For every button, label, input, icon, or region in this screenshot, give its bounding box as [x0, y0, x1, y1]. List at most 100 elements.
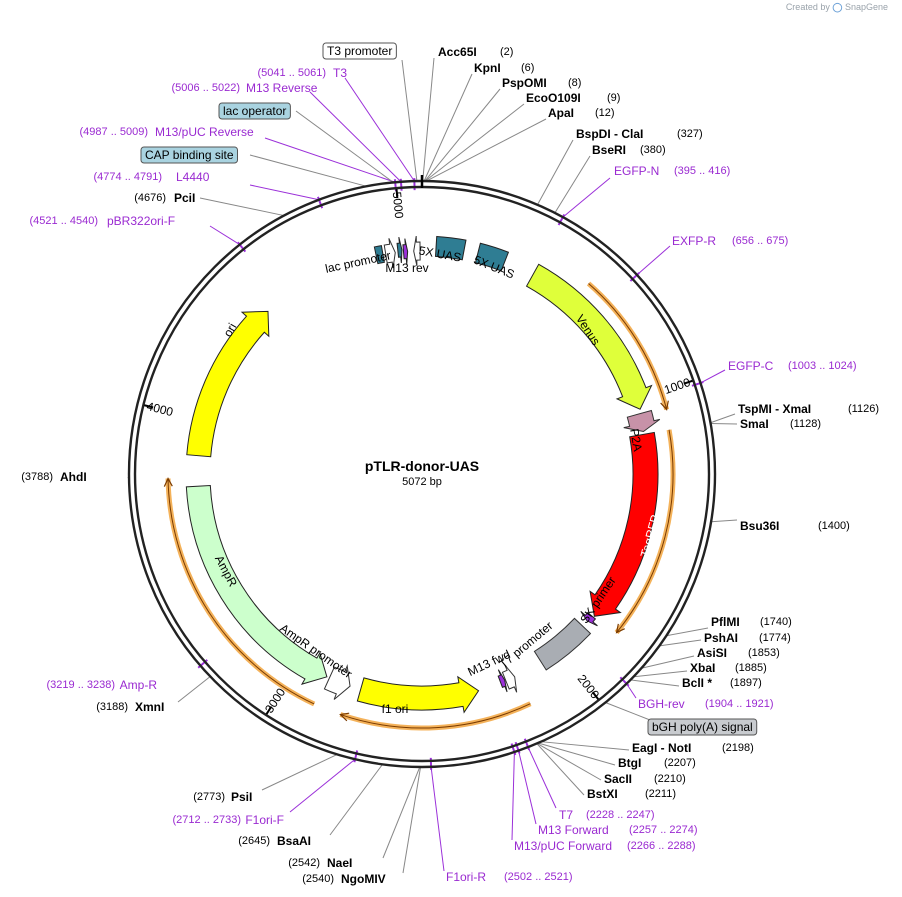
- leader-25: [199, 197, 285, 217]
- cds-track-tagrfp-head: [615, 623, 625, 634]
- enzyme-pcii: PciI: [174, 191, 195, 205]
- tick-label: 1000: [662, 375, 692, 397]
- enzyme-position: (327): [677, 128, 703, 140]
- label-lac-promoter: lac promoter: [324, 248, 392, 276]
- boxed-label-bgh-poly-a-signal: bGH poly(A) signal: [647, 718, 758, 736]
- enzyme-naei: NaeI: [327, 856, 352, 870]
- enzyme-pspomi: PspOMI: [502, 76, 547, 90]
- feature-f1-ori[interactable]: [356, 675, 480, 714]
- tick-label: 5000: [390, 191, 406, 219]
- leader-6: [554, 155, 591, 214]
- feature-5x-uas-1[interactable]: [434, 235, 467, 261]
- leader-0: [422, 57, 435, 182]
- enzyme-position: (1853): [748, 647, 780, 659]
- feature-lac-operator[interactable]: [396, 237, 403, 264]
- primer-pbr322ori-f: pBR322ori-F: [107, 214, 175, 228]
- enzyme-ngomiv: NgoMIV: [341, 872, 386, 886]
- enzyme-position: (3188): [96, 701, 128, 713]
- leader-22: [402, 766, 422, 874]
- cds-track-ampr-head: [163, 477, 173, 487]
- enzyme-bsaai: BsaAI: [277, 834, 311, 848]
- tick-label: 4000: [145, 399, 175, 419]
- feature-5x-uas-2[interactable]: [474, 242, 510, 272]
- cds-track-ampr-core: [167, 478, 315, 705]
- enzyme-pshai: PshAI: [704, 631, 738, 645]
- primer-range: (3219 .. 3238): [47, 679, 116, 691]
- enzyme-pflmi: PflMI: [711, 615, 740, 629]
- enzyme-position: (2211): [645, 788, 676, 800]
- feature-bgh-polya[interactable]: [533, 617, 592, 671]
- feature-ori[interactable]: [186, 310, 270, 458]
- watermark-created-by: Created by: [785, 2, 830, 12]
- feature-t7-promoter[interactable]: [501, 664, 518, 693]
- primer-range: (2257 .. 2274): [629, 824, 698, 836]
- primer-amp-r: Amp-R: [120, 678, 158, 692]
- primer-range: (5041 .. 5061): [258, 67, 327, 79]
- primer-range: (2228 .. 2247): [586, 809, 655, 821]
- enzyme-kpni: KpnI: [474, 61, 501, 75]
- primer-leader: [309, 91, 402, 183]
- feature-sk-primer[interactable]: [580, 611, 598, 627]
- enzyme-asisi: AsiSI: [697, 646, 727, 660]
- primer-leader: [518, 750, 537, 825]
- primer-f1ori-r: F1ori-R: [446, 870, 486, 884]
- primer-leader: [636, 245, 671, 276]
- feature-tagrfp[interactable]: [589, 431, 659, 617]
- primer-range: (2502 .. 2521): [504, 871, 573, 883]
- enzyme-position: (2645): [238, 835, 270, 847]
- feature-ampr[interactable]: [185, 485, 328, 685]
- primer-range: (4987 .. 5009): [80, 126, 149, 138]
- feature-t3-promoter[interactable]: [413, 235, 421, 267]
- enzyme-bsu36i: Bsu36I: [740, 519, 779, 533]
- primer-range: (395 .. 416): [674, 165, 730, 177]
- enzyme-position: (9): [607, 92, 620, 104]
- enzyme-smai: SmaI: [740, 417, 769, 431]
- label-m13-rev: M13 rev: [385, 261, 428, 275]
- enzyme-position: (1400): [818, 520, 850, 532]
- tick-label: 2000: [575, 672, 603, 702]
- leader-21: [382, 766, 421, 859]
- enzyme-tspmi-xmai: TspMI - XmaI: [738, 402, 811, 416]
- enzyme-apai: ApaI: [548, 106, 574, 120]
- enzyme-position: (2210): [654, 773, 686, 785]
- enzyme-position: (1897): [730, 677, 762, 689]
- enzyme-sacii: SacII: [604, 772, 632, 786]
- primer-range: (4521 .. 4540): [30, 215, 99, 227]
- watermark-brand: SnapGene: [844, 2, 888, 12]
- primer-leader: [289, 758, 356, 813]
- leader-17: [536, 742, 602, 781]
- enzyme-bstxi: BstXI: [587, 787, 618, 801]
- box-leader: [401, 59, 418, 182]
- primer-leader: [264, 137, 396, 183]
- enzyme-position: (1740): [760, 616, 792, 628]
- primer-f1ori-f: F1ori-F: [245, 813, 284, 827]
- feature-m13-rev[interactable]: [402, 238, 409, 265]
- label-f1-ori: f1 ori: [382, 702, 409, 716]
- feature-venus[interactable]: [525, 263, 653, 410]
- primer-leader: [430, 766, 445, 872]
- enzyme-position: (380): [640, 144, 666, 156]
- feature-m13-fwd[interactable]: [497, 669, 508, 693]
- leader-8: [710, 422, 738, 425]
- boxed-label-text: CAP binding site: [145, 148, 234, 162]
- boxed-label-t3-promoter: T3 promoter: [322, 42, 397, 60]
- enzyme-position: (4676): [134, 192, 166, 204]
- leader-19: [261, 754, 338, 791]
- leader-10: [666, 627, 709, 637]
- primer-m13-puc-forward: M13/pUC Forward: [514, 839, 612, 853]
- feature-lac-promoter[interactable]: [383, 238, 396, 269]
- leader-4: [426, 118, 547, 182]
- feature-ampr-promoter[interactable]: [323, 663, 351, 700]
- feature-cap-site[interactable]: [373, 245, 385, 265]
- cds-track-tagrfp-core: [616, 429, 674, 633]
- leader-16: [538, 742, 616, 766]
- enzyme-position: (1128): [790, 418, 821, 430]
- enzyme-ahdi: AhdI: [60, 470, 87, 484]
- primer-leader: [344, 77, 415, 182]
- tick-mark: [591, 691, 600, 700]
- primer-range: (656 .. 675): [732, 235, 788, 247]
- plasmid-length: 5072 bp: [402, 476, 442, 488]
- enzyme-position: (2198): [722, 742, 754, 754]
- label-ori: ori: [221, 321, 240, 340]
- feature-p2a[interactable]: [623, 409, 661, 433]
